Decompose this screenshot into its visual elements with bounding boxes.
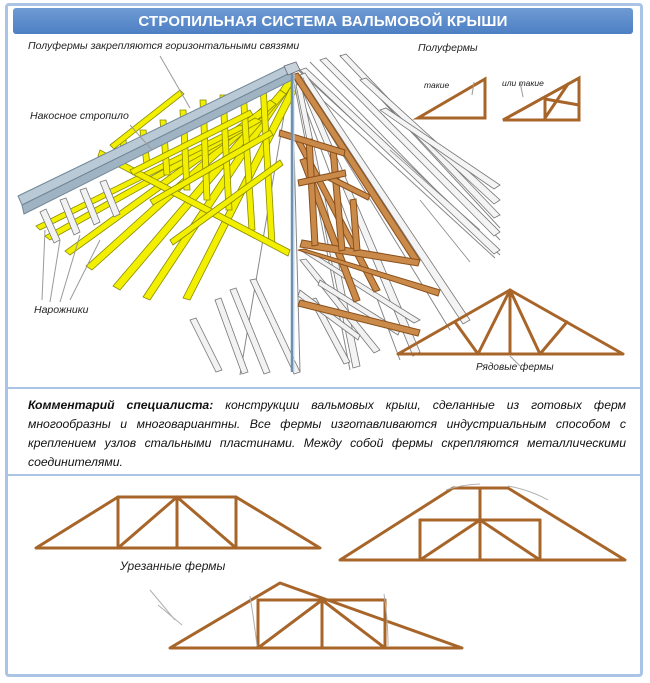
label-diagonal-rafter: Накосное стропило <box>30 110 129 122</box>
truncated-truss-b <box>338 486 627 562</box>
half-truss-1 <box>412 76 487 120</box>
truncated-truss-a <box>34 495 322 550</box>
common-truss <box>396 288 625 356</box>
comment-text: конструкции вальмовых крыш, сделанные из… <box>28 398 626 469</box>
separator-bottom <box>8 474 640 476</box>
truncated-truss-c <box>168 581 464 650</box>
label-or-such: или такие <box>502 78 544 88</box>
label-common-trusses: Рядовые фермы <box>476 362 554 373</box>
guide-lines <box>149 483 549 647</box>
specialist-comment: Комментарий специалиста: конструкции вал… <box>28 396 626 472</box>
label-truncated-trusses: Урезанные фермы <box>120 559 226 573</box>
label-half-trusses-fixed: Полуфермы закрепляются горизонтальными с… <box>28 40 300 52</box>
label-half-trusses: Полуфермы <box>418 42 478 54</box>
label-such: такие <box>424 80 450 90</box>
hip-roof-drawing <box>17 53 501 376</box>
half-truss-2 <box>502 75 581 122</box>
page-title: СТРОПИЛЬНАЯ СИСТЕМА ВАЛЬМОВОЙ КРЫШИ <box>13 8 633 34</box>
label-jack-rafters: Нарожники <box>34 304 89 316</box>
comment-lead: Комментарий специалиста: <box>28 398 214 412</box>
separator-top <box>8 387 640 389</box>
leader-lines <box>41 55 191 303</box>
